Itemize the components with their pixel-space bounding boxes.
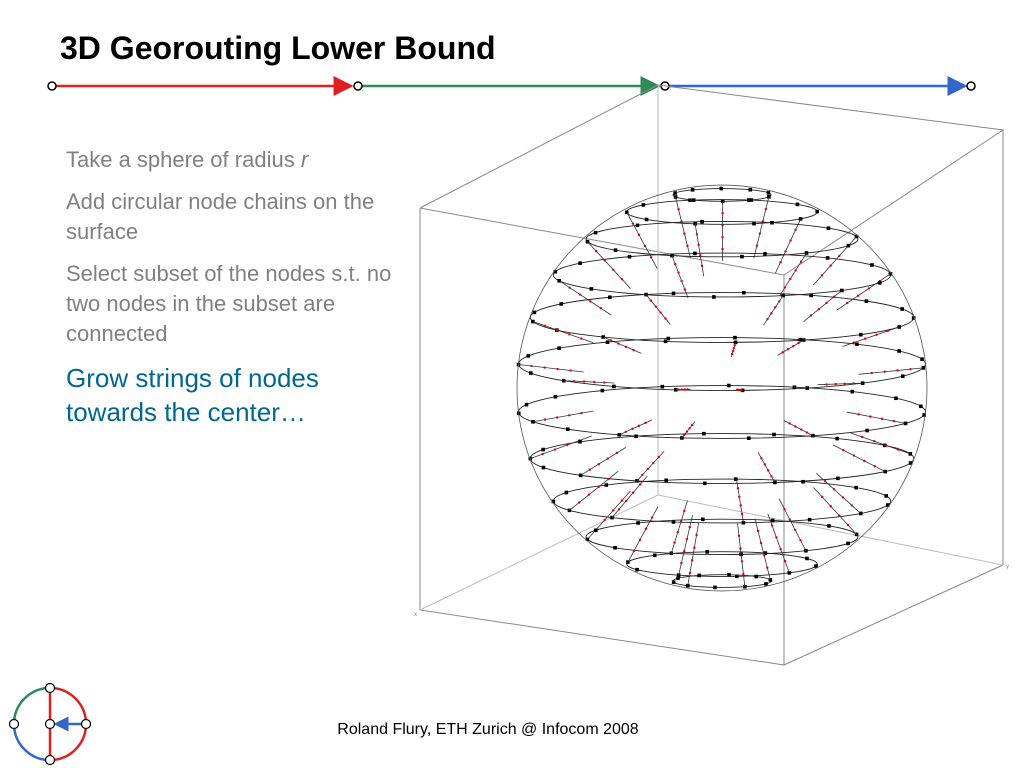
bullet-item: Select subset of the nodes s.t. no two n… <box>66 261 392 346</box>
sphere <box>516 184 928 592</box>
radius-variable: r <box>300 147 309 172</box>
sphere-node-chains-figure: x y <box>414 84 1009 666</box>
bullet-text: Take a sphere of radius <box>66 147 301 172</box>
bullet-item: Take a sphere of radius r <box>66 145 396 175</box>
bullet-item: Add circular node chains on the surface <box>66 189 375 244</box>
header-node <box>353 81 363 91</box>
axis-tick-mark: y <box>1006 564 1009 570</box>
header-node <box>47 81 57 91</box>
footer-credit: Roland Flury, ETH Zurich @ Infocom 2008 <box>337 721 639 738</box>
slide-title: 3D Georouting Lower Bound <box>60 30 496 66</box>
axis-tick-mark: x <box>414 612 417 618</box>
bullet-item-highlighted: Grow strings of nodes towards the center… <box>66 363 319 427</box>
eth-logo-icon <box>8 682 92 766</box>
bullet-list: Take a sphere of radius r Add circular n… <box>66 145 396 441</box>
header-node <box>966 81 976 91</box>
bounding-cube <box>419 84 1005 666</box>
